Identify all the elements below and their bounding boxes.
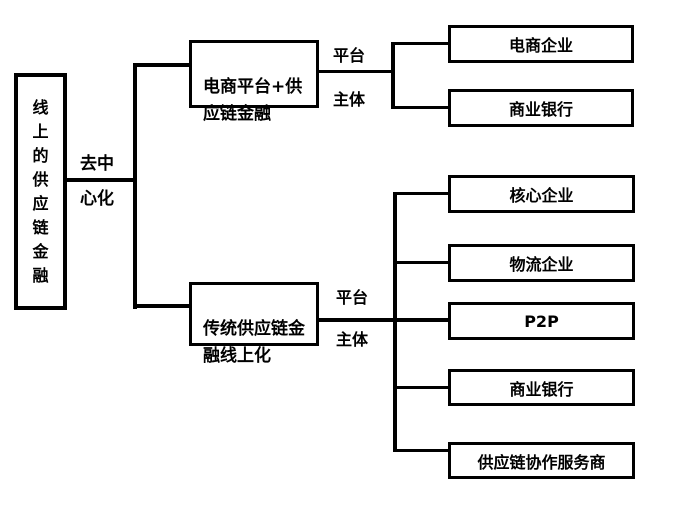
connector-bottom-node-out (317, 318, 450, 322)
connector-bottom-leaf-4 (393, 386, 450, 389)
node-p2p: P2P (448, 302, 635, 340)
label-platform-bottom: 平台 (336, 288, 369, 307)
connector-top-leaf-2 (391, 106, 450, 109)
node-core-enterprise: 核心企业 (448, 175, 635, 213)
label-subject-bottom: 主体 (336, 330, 369, 349)
node-ecommerce-enterprise: 电商企业 (448, 25, 634, 63)
connector-trunk-vertical (133, 63, 137, 309)
connector-bottom-leaf-5 (393, 449, 450, 452)
node-label: 电商平台+供 应链金融 (203, 77, 303, 124)
node-commercial-bank-bottom: 商业银行 (448, 369, 635, 406)
connector-bottom-vertical (393, 193, 397, 452)
node-online-supply-chain-finance: 线 上 的 供 应 链 金 融 (14, 73, 67, 310)
node-commercial-bank-top: 商业银行 (448, 89, 634, 127)
connector-bottom-leaf-2 (393, 261, 450, 264)
connector-top-vertical (391, 42, 395, 109)
connector-top-leaf-1 (391, 42, 450, 45)
connector-top-node-out (317, 70, 395, 73)
node-scf-collaboration-provider: 供应链协作服务商 (448, 442, 635, 479)
node-ecommerce-platform-scf: 电商平台+供 应链金融 (189, 40, 319, 124)
node-label: 传统供应链金 融线上化 (203, 319, 305, 366)
connector-bottom-leaf-1 (393, 192, 450, 195)
label-decentralization: 去中 心化 (80, 154, 114, 209)
label-platform-top: 平台 (333, 46, 366, 65)
node-label: 线 上 的 供 应 链 金 融 (32, 97, 49, 285)
connector-bottom-branch (133, 304, 191, 308)
connector-root-to-trunk (67, 178, 135, 182)
node-logistics-enterprise: 物流企业 (448, 244, 635, 282)
label-subject-top: 主体 (333, 90, 366, 109)
node-traditional-scf-online: 传统供应链金 融线上化 (189, 282, 319, 366)
connector-top-branch (133, 63, 191, 67)
